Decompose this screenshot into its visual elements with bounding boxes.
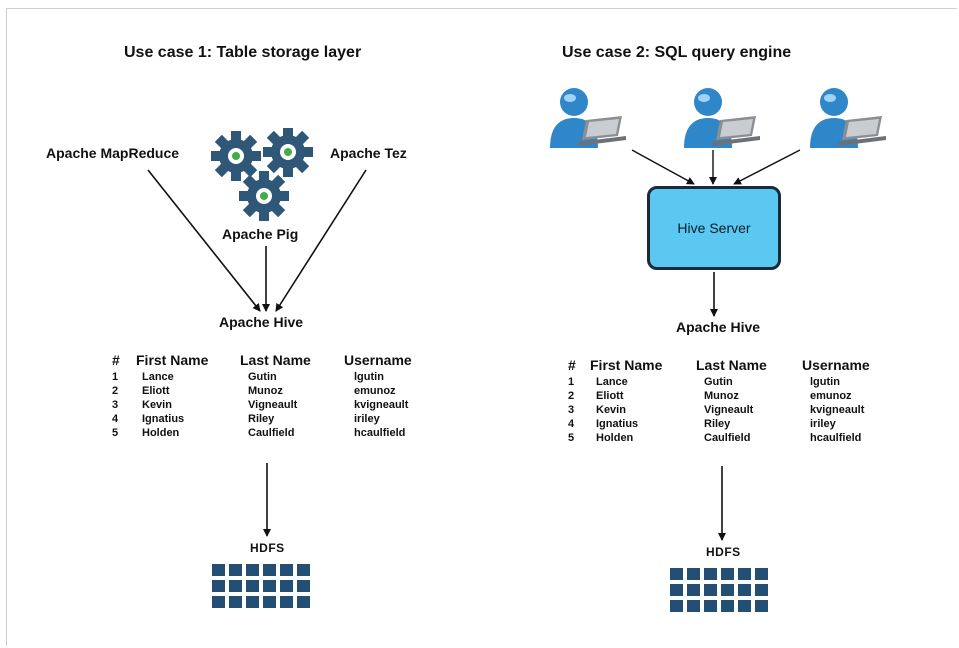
cell-first-name: Holden [142,427,180,439]
cell-number: 4 [112,413,119,425]
table-row: 4 Ignatius Riley iriley [568,417,870,431]
col-header-number: # [112,352,120,368]
apache-hive-label-right: Apache Hive [676,319,761,335]
col-header-username: Username [344,352,412,368]
table-row: 5 Holden Caulfield hcaulfield [568,431,870,445]
cell-number: 2 [112,385,119,397]
cell-first-name: Lance [142,371,174,383]
table-row: 2 Eliott Munoz emunoz [112,384,412,398]
cell-number: 3 [568,404,575,416]
cell-number: 3 [112,399,119,411]
arrow-mapreduce-to-hive [147,169,261,312]
table-row: 3 Kevin Vigneault kvigneault [568,403,870,417]
col-header-number: # [568,357,576,373]
cell-last-name: Caulfield [248,427,295,439]
cell-username: kvigneault [354,399,409,411]
use-case-1-title: Use case 1: Table storage layer [124,44,362,61]
hive-server-box: Hive Server [647,186,781,270]
col-header-first-name: First Name [590,357,663,373]
cell-username: emunoz [810,390,852,402]
use-case-2-title: Use case 2: SQL query engine [562,44,792,61]
arrow-user1-to-server [631,149,695,185]
apache-pig-label: Apache Pig [222,226,299,242]
cell-last-name: Vigneault [248,399,298,411]
user-laptop-icon [550,88,626,148]
table-row: 1 Lance Gutin lgutin [568,375,870,389]
cell-username: iriley [810,418,836,430]
col-header-last-name: Last Name [240,352,311,368]
cell-first-name: Lance [596,376,628,388]
cell-number: 1 [568,376,575,388]
cell-last-name: Gutin [704,376,733,388]
cell-last-name: Gutin [248,371,277,383]
user-laptop-icon [810,88,886,148]
cell-last-name: Vigneault [704,404,754,416]
table-row: 3 Kevin Vigneault kvigneault [112,398,412,412]
col-header-first-name: First Name [136,352,209,368]
user-laptop-icon [684,88,760,148]
cell-username: hcaulfield [810,432,862,444]
cell-last-name: Riley [248,413,275,425]
cell-number: 5 [568,432,575,444]
arrow-tez-to-hive [275,169,367,312]
table-row: 2 Eliott Munoz emunoz [568,389,870,403]
user-table-right: # First Name Last Name Username 1 Lance … [568,358,870,445]
hdfs-grid-icon [670,568,768,612]
hdfs-grid-icon [212,564,310,608]
cell-last-name: Riley [704,418,731,430]
cell-first-name: Holden [596,432,634,444]
apache-mapreduce-label: Apache MapReduce [46,145,180,161]
user-table-left: # First Name Last Name Username 1 Lance … [112,353,412,440]
cell-first-name: Kevin [142,399,172,411]
col-header-last-name: Last Name [696,357,767,373]
cell-username: kvigneault [810,404,865,416]
cell-username: emunoz [354,385,396,397]
cell-last-name: Caulfield [704,432,751,444]
hdfs-label-left: HDFS [250,541,285,555]
cell-username: hcaulfield [354,427,406,439]
table-row: 4 Ignatius Riley iriley [112,412,412,426]
cell-username: iriley [354,413,380,425]
hive-server-label: Hive Server [677,220,751,236]
table-row: 5 Holden Caulfield hcaulfield [112,426,412,440]
diagram-frame [6,8,957,646]
cell-number: 4 [568,418,575,430]
table-header-row: # First Name Last Name Username [568,358,870,375]
col-header-username: Username [802,357,870,373]
cell-first-name: Ignatius [142,413,185,425]
cell-username: lgutin [354,371,384,383]
cell-first-name: Eliott [596,390,624,402]
cell-last-name: Munoz [704,390,739,402]
cell-last-name: Munoz [248,385,283,397]
table-row: 1 Lance Gutin lgutin [112,370,412,384]
cell-first-name: Eliott [142,385,170,397]
cell-number: 2 [568,390,575,402]
cell-first-name: Ignatius [596,418,639,430]
cell-number: 1 [112,371,119,383]
cell-number: 5 [112,427,119,439]
arrow-user3-to-server [733,149,801,185]
hdfs-label-right: HDFS [706,545,741,559]
apache-tez-label: Apache Tez [330,145,407,161]
table-header-row: # First Name Last Name Username [112,353,412,370]
cell-username: lgutin [810,376,840,388]
apache-hive-label-left: Apache Hive [219,314,304,330]
cell-first-name: Kevin [596,404,626,416]
